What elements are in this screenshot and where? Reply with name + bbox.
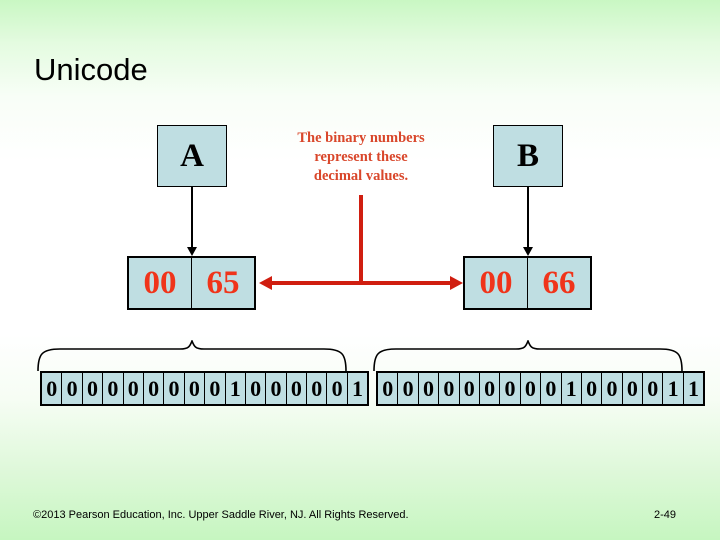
binary-bit: 0 xyxy=(244,373,265,404)
callout-arrowhead-right-icon xyxy=(450,276,463,290)
binary-bit: 0 xyxy=(285,373,306,404)
binary-bit: 0 xyxy=(397,373,417,404)
binary-bit: 0 xyxy=(417,373,438,404)
binary-bit: 0 xyxy=(601,373,621,404)
decimal-box-a: 00 65 xyxy=(127,256,256,310)
binary-bit: 0 xyxy=(458,373,479,404)
decimal-box-b: 00 66 xyxy=(463,256,592,310)
character-glyph-b: B xyxy=(516,137,539,174)
character-box-b: B xyxy=(493,125,563,187)
footer-copyright: ©2013 Pearson Education, Inc. Upper Sadd… xyxy=(33,509,409,521)
callout-arrow-stem xyxy=(359,195,363,285)
binary-bit: 0 xyxy=(265,373,285,404)
binary-bit: 0 xyxy=(478,373,499,404)
binary-bit: 0 xyxy=(122,373,143,404)
binary-bit: 0 xyxy=(306,373,326,404)
binary-bit: 0 xyxy=(438,373,458,404)
binary-bit: 1 xyxy=(560,373,581,404)
binary-bit: 0 xyxy=(204,373,224,404)
decimal-cell-high-a: 00 xyxy=(143,264,177,301)
callout-caption: The binary numbers represent these decim… xyxy=(268,129,454,186)
binary-bit: 0 xyxy=(163,373,183,404)
decimal-cell-low-b: 66 xyxy=(527,258,590,308)
callout-line-3: decimal values. xyxy=(313,168,409,184)
binary-bit: 0 xyxy=(326,373,346,404)
connector-line-b xyxy=(527,187,529,249)
callout-line-2: represent these xyxy=(314,149,408,165)
binary-bit: 0 xyxy=(61,373,81,404)
binary-bit: 0 xyxy=(519,373,540,404)
binary-bit: 0 xyxy=(642,373,662,404)
binary-bit: 1 xyxy=(346,373,367,404)
binary-bit: 0 xyxy=(142,373,163,404)
connector-arrowhead-a xyxy=(187,247,197,256)
connector-line-a xyxy=(191,187,193,249)
binary-bit: 0 xyxy=(580,373,601,404)
character-box-a: A xyxy=(157,125,227,187)
binary-bit: 0 xyxy=(183,373,204,404)
binary-bit: 1 xyxy=(662,373,682,404)
footer-page-number: 2-49 xyxy=(654,509,677,521)
decimal-cell-low-a: 65 xyxy=(191,258,254,308)
binary-bit: 0 xyxy=(81,373,102,404)
binary-bit: 0 xyxy=(46,375,58,401)
page-title: Unicode xyxy=(34,52,148,87)
callout-line-1: The binary numbers xyxy=(297,130,425,146)
decimal-cell-high-b: 00 xyxy=(479,264,513,301)
character-glyph-a: A xyxy=(180,137,204,174)
callout-arrow-bar xyxy=(270,281,452,285)
binary-row-a: 0 0 0 0 0 0 0 0 0 1 0 0 0 0 0 1 xyxy=(40,371,370,406)
binary-row-b: 0 0 0 0 0 0 0 0 0 1 0 0 0 0 1 1 xyxy=(376,371,706,406)
callout-arrowhead-left-icon xyxy=(259,276,272,290)
binary-bit: 0 xyxy=(540,373,560,404)
binary-bit: 1 xyxy=(224,373,245,404)
binary-bit: 0 xyxy=(499,373,519,404)
binary-bit: 0 xyxy=(621,373,642,404)
connector-arrowhead-b xyxy=(523,247,533,256)
binary-bit: 0 xyxy=(102,373,122,404)
binary-bit: 0 xyxy=(382,375,394,401)
binary-bit: 1 xyxy=(682,373,703,404)
